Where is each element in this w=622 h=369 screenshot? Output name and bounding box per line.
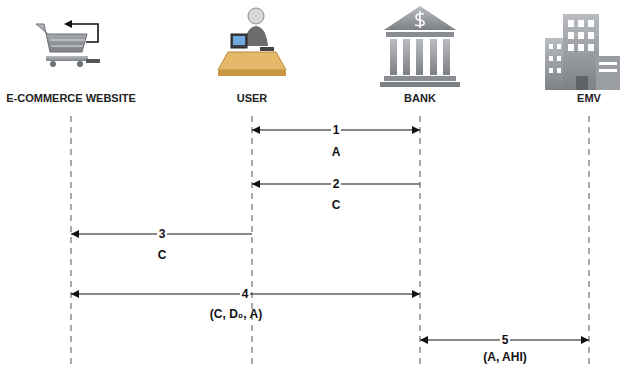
- bank-icon: [380, 6, 460, 87]
- actor-label: E-COMMERCE WEBSITE: [1, 92, 141, 104]
- actor-label: EMV: [572, 92, 606, 104]
- message-content: C: [332, 198, 341, 212]
- actor-column: USER: [232, 92, 273, 367]
- message-content: A: [332, 145, 341, 159]
- lifeline: [420, 116, 421, 367]
- step-number: 5: [500, 334, 511, 347]
- message-content: (A, AHI): [483, 350, 527, 364]
- step-number: 2: [331, 178, 342, 191]
- building-icon: [545, 14, 620, 90]
- lifelines: [71, 116, 589, 367]
- actor-label: USER: [232, 92, 273, 104]
- actor-column: BANK: [399, 92, 441, 367]
- cart-icon: [36, 20, 100, 67]
- actor-label: BANK: [399, 92, 441, 104]
- actor-column: EMV: [572, 92, 606, 367]
- user-icon: [218, 8, 286, 76]
- message-content: (C, D₀, A): [210, 307, 262, 321]
- lifeline: [589, 116, 590, 367]
- lifeline: [252, 116, 253, 367]
- step-number: 1: [331, 124, 342, 137]
- message-content: C: [158, 248, 167, 262]
- step-number: 3: [157, 228, 168, 241]
- step-number: 4: [240, 288, 251, 301]
- actor-column: E-COMMERCE WEBSITE: [1, 92, 141, 367]
- lifeline: [71, 116, 72, 367]
